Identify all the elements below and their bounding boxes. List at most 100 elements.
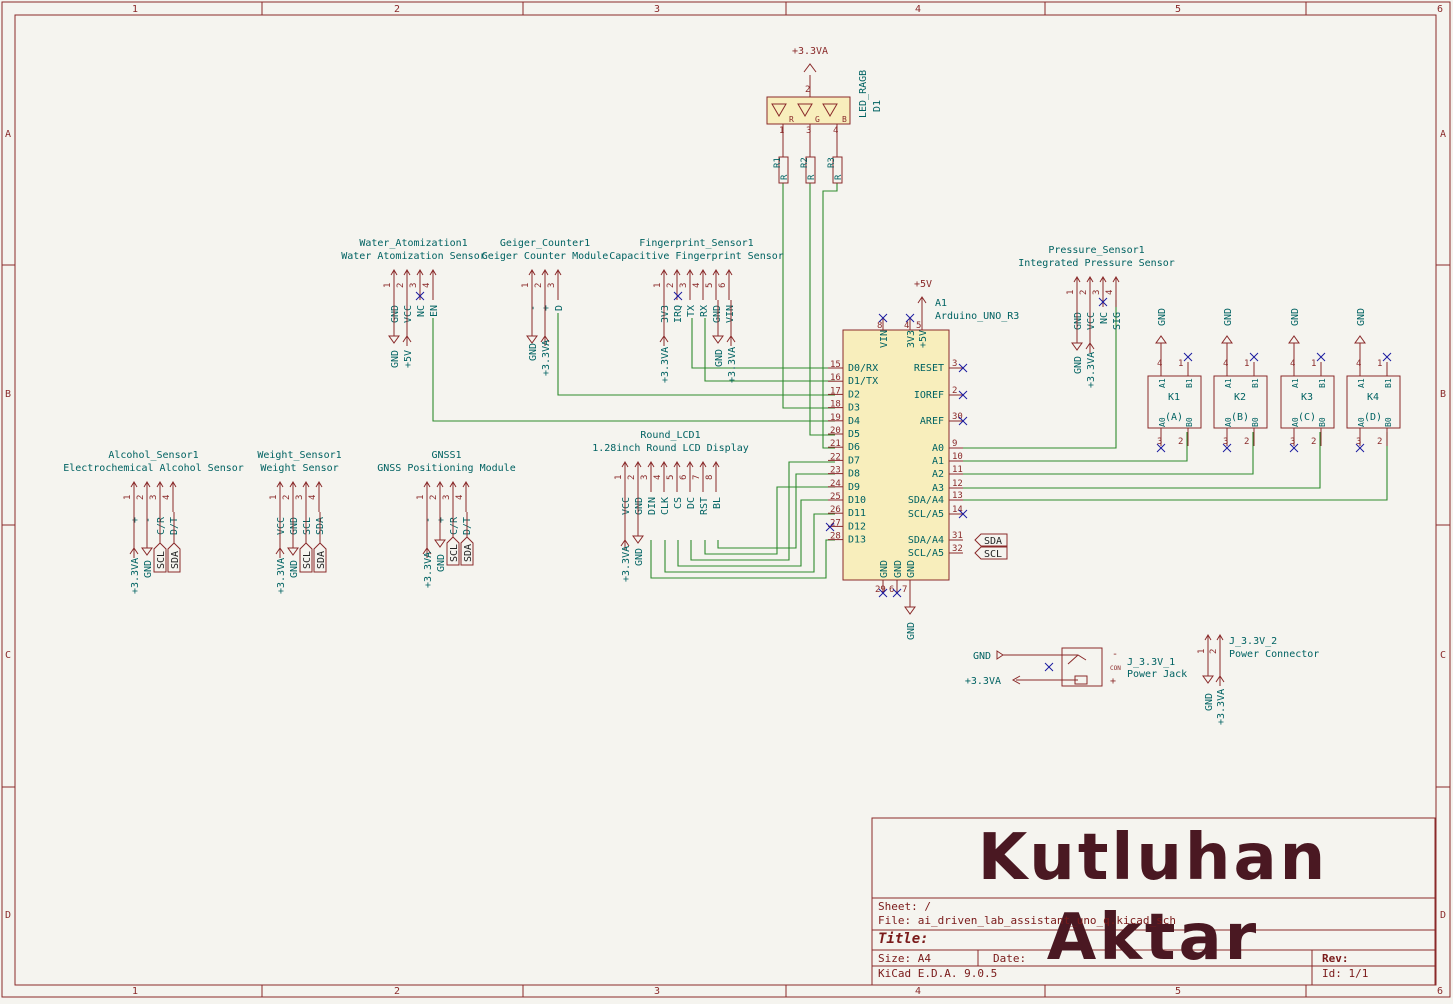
pin-name: A2 (932, 469, 944, 480)
net-label: SCL (302, 551, 313, 569)
date-label: Date: (993, 952, 1027, 965)
pin-name: D5 (848, 429, 860, 440)
pin-name: VCC (276, 517, 287, 535)
frame-row-label: C (5, 650, 11, 661)
pin-name: - (423, 517, 434, 523)
frame-row-label: B (1440, 389, 1446, 400)
pin-name: D10 (848, 495, 866, 506)
no-connect-mark (1044, 662, 1054, 672)
pin-name: VCC (403, 305, 414, 323)
no-connect-mark (892, 588, 902, 598)
pin-name: SDA/A4 (908, 495, 944, 506)
frame-row-label: C (1440, 650, 1446, 661)
pin-name: IRQ (673, 305, 684, 323)
sensor-value: Integrated Pressure Sensor (1018, 258, 1175, 269)
pin-number: 3 (1092, 290, 1102, 295)
gnd-symbol (388, 335, 400, 344)
pin-number: 8 (705, 475, 715, 480)
led-rgb (766, 63, 851, 157)
power-arrow (275, 547, 285, 558)
pin-number: 13 (952, 491, 963, 501)
gnd-label: GND (906, 622, 917, 640)
pin-name: SIG (1112, 312, 1123, 330)
relay-letter: (D) (1364, 412, 1382, 423)
pin-name: A1 (1357, 378, 1366, 388)
pin-number: 16 (830, 373, 841, 383)
gnd-symbol (1155, 335, 1167, 344)
net-label-box (974, 546, 1008, 560)
pin-number: 2 (805, 85, 810, 95)
frame-row-label: A (5, 129, 11, 140)
no-connect-mark (1316, 352, 1326, 362)
pin-name: A1 (1291, 378, 1300, 388)
resistor-ref: R2 (800, 157, 810, 168)
pin-number: 3 (1290, 437, 1295, 447)
pin-number: 4 (1105, 290, 1115, 295)
pin-number: 2 (282, 495, 292, 500)
no-connect-mark (1222, 443, 1232, 453)
id-value: 1/1 (1348, 967, 1369, 980)
pin-name: VIN (879, 330, 890, 348)
power-arrow (402, 335, 412, 346)
pin-number: 30 (952, 412, 963, 422)
sensor-ref: GNSS1 (431, 450, 461, 461)
gnd-symbol (1288, 335, 1300, 344)
pin-name: D7 (848, 455, 860, 466)
pin-name: B1 (1185, 378, 1194, 388)
power-label: +3.3VA (727, 347, 738, 383)
pin-number: 3 (679, 283, 689, 288)
sensor-ref: Pressure_Sensor1 (1048, 245, 1144, 256)
gnd-symbol (632, 535, 644, 544)
pin-number: 25 (830, 492, 841, 502)
no-connect-mark (1098, 297, 1108, 307)
pin-name: RST (699, 497, 710, 515)
frame-col-label: 2 (394, 4, 400, 15)
pin-number: 7 (902, 585, 907, 595)
pin-number: 1 (383, 283, 393, 288)
pin-name: GND (634, 497, 645, 515)
pin-number: 2 (1244, 437, 1249, 447)
pin-number: 9 (952, 439, 957, 449)
pin-number: 1 (614, 475, 624, 480)
frame-col-label: 5 (1175, 4, 1181, 15)
sheet-row: Sheet: / (878, 900, 931, 913)
power-label: +3.3VA (965, 676, 1001, 687)
gnd-symbol (712, 335, 724, 344)
gnd-label: GND (714, 349, 725, 367)
pin-number: 1 (1178, 359, 1183, 369)
pin-name: D0/RX (848, 363, 878, 374)
led-value: LED_RAGB (858, 70, 869, 118)
pin-name: SCL (302, 517, 313, 535)
pin-name: +5V (918, 330, 929, 348)
pin-number: 23 (830, 466, 841, 476)
pin-number: 10 (952, 452, 963, 462)
power-label: +3.3VA (660, 347, 671, 383)
sensor-value: Capacitive Fingerprint Sensor (609, 251, 784, 262)
pin-number: 24 (830, 479, 841, 489)
frame-col-label: 1 (132, 986, 138, 997)
pin-name: D9 (848, 482, 860, 493)
author-name: Kutluhan Aktar (977, 821, 1329, 975)
gnd-label: GND (436, 554, 447, 572)
relay-ref: K3 (1301, 392, 1313, 403)
pin-number: 4 (1223, 359, 1228, 369)
led-color: G (815, 115, 820, 124)
net-label-box (974, 533, 1008, 547)
connector-ref: J_3.3V_1 (1127, 657, 1175, 668)
pin-number: 2 (534, 283, 544, 288)
pin-name: NC (416, 305, 427, 317)
pin-number: 3 (295, 495, 305, 500)
power-label-led: +3.3VA (792, 46, 828, 57)
gnd-label: GND (1204, 693, 1215, 711)
no-connect-mark (958, 416, 968, 426)
pin-name: B1 (1251, 378, 1260, 388)
gnd-label: GND (1157, 308, 1168, 326)
gnd-symbol (1221, 335, 1233, 344)
pin-number: 4 (162, 495, 172, 500)
